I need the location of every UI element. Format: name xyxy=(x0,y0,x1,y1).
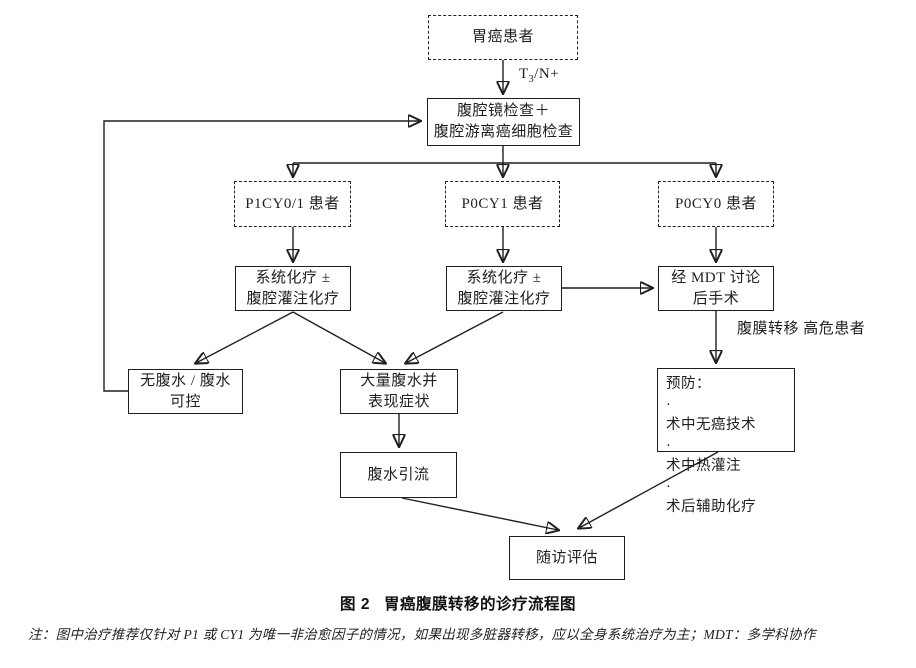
connector-chemoleft-massive xyxy=(292,311,385,363)
node-p0cy0-patient: P0CY0 患者 xyxy=(658,181,774,227)
staging-rest: /N+ xyxy=(534,66,560,82)
node-chemo-mid-line1: 系统化疗 ± xyxy=(466,269,542,286)
bullet-icon: · xyxy=(666,396,672,413)
label-staging-criteria: T3/N+ xyxy=(519,65,559,87)
bullet-icon: · xyxy=(666,478,672,495)
label-high-risk-line1: 腹膜转移 xyxy=(737,321,800,337)
connector-feedback-loop xyxy=(103,121,420,392)
node-no-ascites: 无腹水 / 腹水 可控 xyxy=(128,369,243,414)
node-p0cy0-label: P0CY0 患者 xyxy=(675,195,757,212)
node-massive-ascites: 大量腹水并 表现症状 xyxy=(340,369,458,414)
node-prevention-item2-label: 术中热灌注 xyxy=(666,458,741,475)
node-laparoscopy-exam: 腹腔镜检查＋ 腹腔游离癌细胞检查 xyxy=(427,98,580,146)
figure-note: 注：图中治疗推荐仅针对 P1 或 CY1 为唯一非治愈因子的情况，如果出现多脏器… xyxy=(28,627,816,642)
node-prevention-item: · 术中无癌技术 xyxy=(666,395,756,436)
figure-caption-title: 胃癌腹膜转移的诊疗流程图 xyxy=(383,596,576,613)
connector-prevention-followup xyxy=(579,451,719,528)
connector-chemomid-massive xyxy=(406,311,504,363)
node-p1cy01-label: P1CY0/1 患者 xyxy=(245,195,340,212)
figure-caption: 图 2 胃癌腹膜转移的诊疗流程图 xyxy=(0,592,916,614)
node-drainage-label: 腹水引流 xyxy=(367,466,430,483)
staging-sub: 3 xyxy=(528,74,535,85)
label-high-risk: 腹膜转移 高危患者 xyxy=(737,320,865,339)
node-prevention-item: · 术中热灌注 xyxy=(666,436,741,477)
node-ascites-drainage: 腹水引流 xyxy=(340,452,457,498)
node-p0cy1-label: P0CY1 患者 xyxy=(461,195,544,212)
staging-t: T xyxy=(519,66,529,82)
node-laparoscopy-line2: 腹腔游离癌细胞检查 xyxy=(433,124,574,140)
label-high-risk-line2: 高危患者 xyxy=(803,321,866,337)
node-followup: 随访评估 xyxy=(509,536,625,580)
node-gastric-patient-label: 胃癌患者 xyxy=(471,29,534,46)
node-no-ascites-line2: 可控 xyxy=(169,393,201,410)
node-chemo-left-line2: 腹腔灌注化疗 xyxy=(246,290,340,307)
node-massive-ascites-line2: 表现症状 xyxy=(367,393,430,410)
node-systemic-chemo-left: 系统化疗 ± 腹腔灌注化疗 xyxy=(235,266,351,311)
node-prevention-title: 预防： xyxy=(666,376,711,392)
node-chemo-left-line1: 系统化疗 ± xyxy=(255,269,331,286)
node-prevention-item1-label: 术中无癌技术 xyxy=(666,417,756,434)
node-no-ascites-line1: 无腹水 / 腹水 xyxy=(140,372,231,389)
node-gastric-patient: 胃癌患者 xyxy=(428,15,578,60)
node-massive-ascites-line1: 大量腹水并 xyxy=(360,372,438,389)
node-prevention: 预防： · 术中无癌技术 · 术中热灌注 · 术后辅助化疗 xyxy=(657,368,795,515)
node-prevention-item: · 术后辅助化疗 xyxy=(666,477,756,518)
node-prevention-item3-label: 术后辅助化疗 xyxy=(666,499,756,516)
node-laparoscopy-line1: 腹腔镜检查＋ xyxy=(456,103,550,120)
connector-drainage-followup xyxy=(401,497,558,530)
node-p1cy01-patient: P1CY0/1 患者 xyxy=(234,181,351,227)
node-chemo-mid-line2: 腹腔灌注化疗 xyxy=(457,290,551,307)
node-mdt-surgery: 经 MDT 讨论 后手术 xyxy=(658,266,774,311)
node-systemic-chemo-middle: 系统化疗 ± 腹腔灌注化疗 xyxy=(446,266,562,311)
node-mdt-line2: 后手术 xyxy=(692,290,740,307)
node-p0cy1-patient: P0CY1 患者 xyxy=(445,181,560,227)
figure-caption-number: 图 2 xyxy=(340,596,370,613)
node-mdt-line1: 经 MDT 讨论 xyxy=(671,269,761,286)
connector-chemoleft-noascites xyxy=(196,311,294,363)
bullet-icon: · xyxy=(666,437,672,454)
node-followup-label: 随访评估 xyxy=(535,549,598,566)
